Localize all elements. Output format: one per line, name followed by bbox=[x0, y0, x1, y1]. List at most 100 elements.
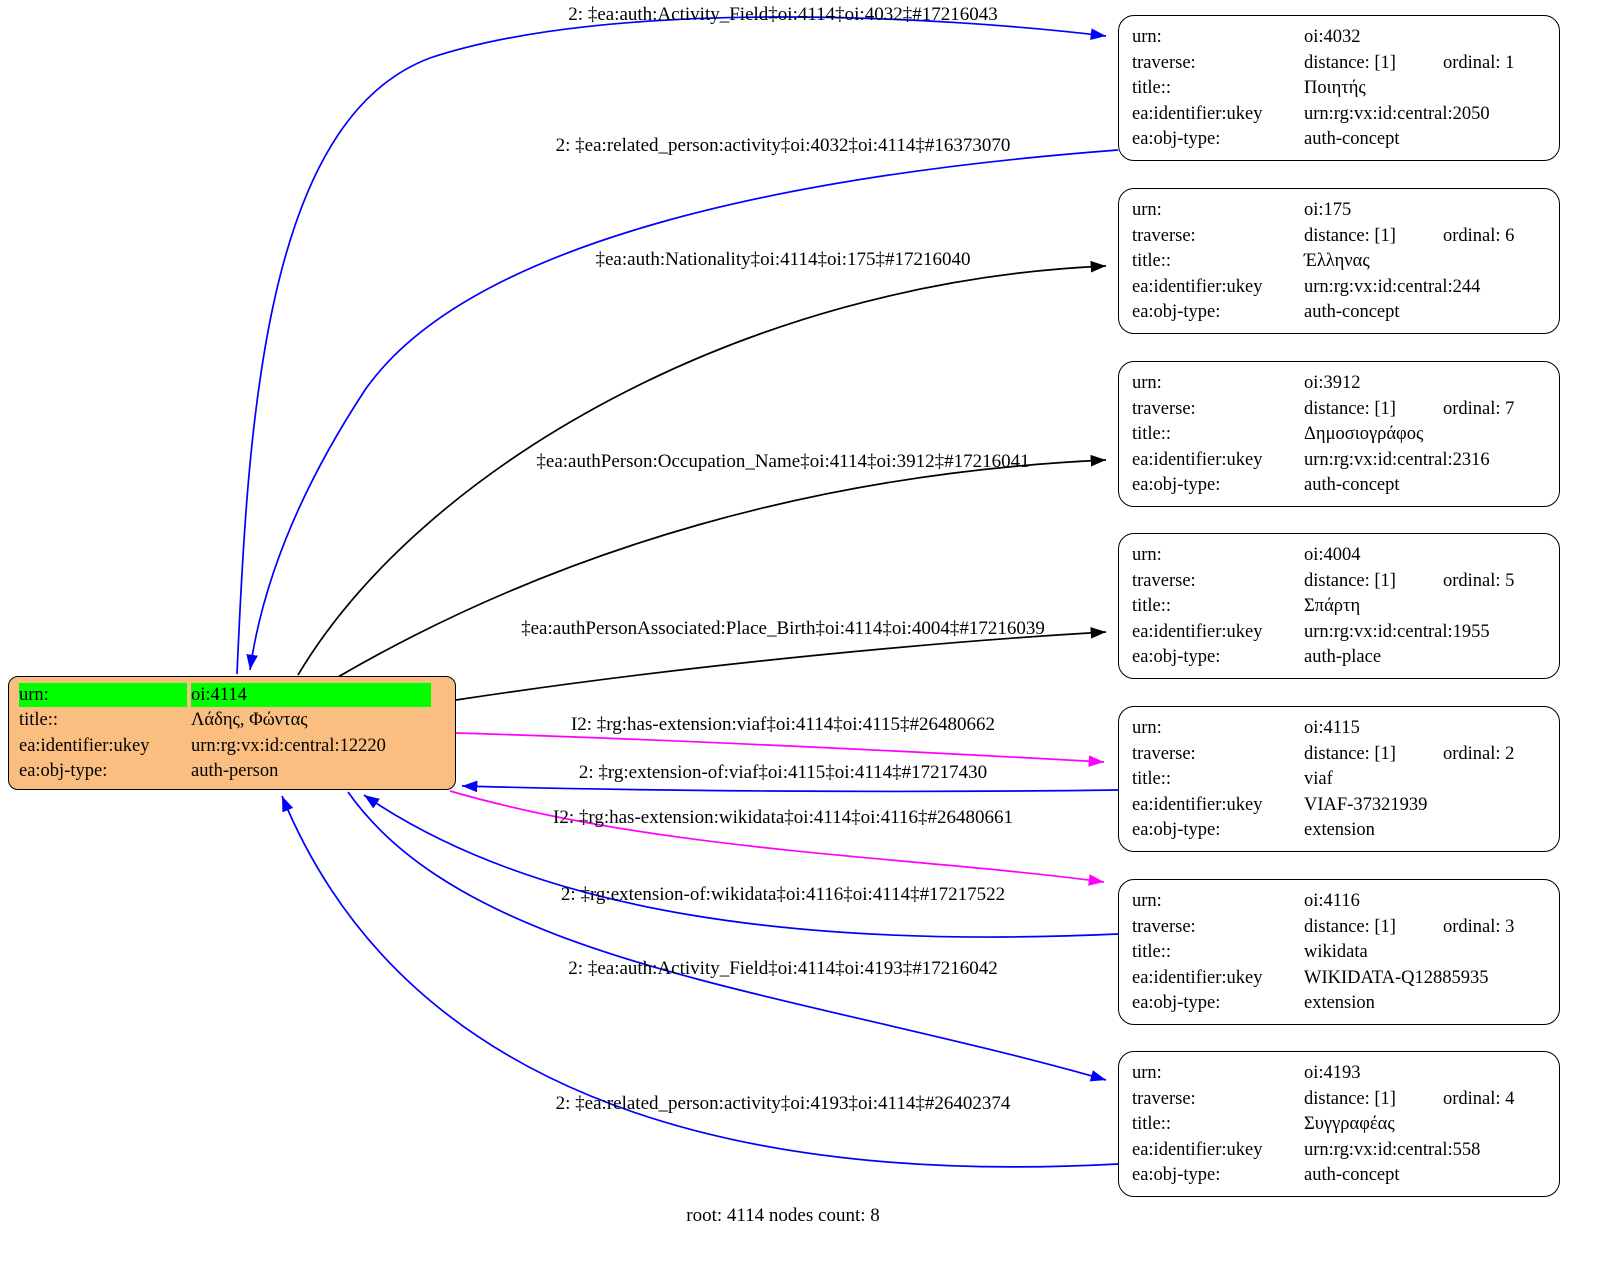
node-field-title: title:: wikidata bbox=[1132, 940, 1547, 964]
field-value-urn: oi:175 bbox=[1304, 200, 1352, 220]
traverse-distance: distance: [1] bbox=[1304, 398, 1396, 419]
field-label-objtype: ea:obj-type: bbox=[1132, 647, 1221, 667]
field-value-ukey: urn:rg:vx:id:central:1955 bbox=[1304, 621, 1490, 642]
edge-label: 2: ‡ea:related_person:activity‡oi:4193‡o… bbox=[555, 1093, 1011, 1114]
field-value-urn: oi:4032 bbox=[1304, 27, 1361, 47]
field-value-objtype: auth-person bbox=[191, 761, 279, 782]
node-field-objtype: ea:obj-type: extension bbox=[1132, 818, 1547, 842]
traverse-ordinal: ordinal: 2 bbox=[1443, 743, 1515, 764]
node-oi-175: urn: oi:175 traverse: distance: [1]ordin… bbox=[1118, 188, 1560, 334]
edge-has-extension-wikidata-4114-4116 bbox=[449, 790, 1105, 886]
node-field-objtype: ea:obj-type: auth-concept bbox=[1132, 300, 1547, 324]
traverse-ordinal: ordinal: 3 bbox=[1443, 916, 1515, 937]
node-field-urn: urn: oi:4116 bbox=[1132, 889, 1547, 913]
field-label-ukey: ea:identifier:ukey bbox=[19, 735, 150, 756]
field-label-objtype: ea:obj-type: bbox=[1132, 993, 1221, 1013]
field-label-objtype: ea:obj-type: bbox=[1132, 302, 1221, 322]
traverse-distance: distance: [1] bbox=[1304, 52, 1396, 73]
node-field-traverse: traverse: distance: [1]ordinal: 7 bbox=[1132, 397, 1547, 421]
field-label-urn: urn: bbox=[19, 682, 187, 707]
field-label-title: title:: bbox=[1132, 424, 1172, 444]
field-value-ukey: urn:rg:vx:id:central:558 bbox=[1304, 1139, 1481, 1160]
edge-related-person-4193-4114 bbox=[281, 795, 1119, 1168]
field-value-objtype: auth-concept bbox=[1304, 129, 1400, 149]
field-value-objtype: extension bbox=[1304, 993, 1375, 1013]
field-value-ukey: WIKIDATA-Q12885935 bbox=[1304, 967, 1489, 988]
node-field-ukey: ea:identifier:ukey urn:rg:vx:id:central:… bbox=[1132, 1138, 1547, 1162]
edge-extension-of-wikidata-4116-4114 bbox=[363, 794, 1119, 938]
field-label-traverse: traverse: bbox=[1132, 570, 1196, 591]
field-value-objtype: auth-concept bbox=[1304, 475, 1400, 495]
traverse-ordinal: ordinal: 5 bbox=[1443, 570, 1515, 591]
node-field-traverse: traverse: distance: [1]ordinal: 5 bbox=[1132, 569, 1547, 593]
field-value-urn: oi:3912 bbox=[1304, 373, 1361, 393]
field-value-urn: oi:4115 bbox=[1304, 718, 1360, 738]
field-value-traverse: distance: [1] ordinal: 1 bbox=[1304, 51, 1547, 75]
field-label-traverse: traverse: bbox=[1132, 225, 1196, 246]
field-value-objtype: extension bbox=[1304, 820, 1375, 840]
traverse-ordinal: ordinal: 4 bbox=[1443, 1088, 1515, 1109]
field-label-title: title:: bbox=[1132, 78, 1172, 98]
field-label-urn: urn: bbox=[1132, 891, 1162, 911]
field-value-title: Σπάρτη bbox=[1304, 596, 1361, 616]
field-label-objtype: ea:obj-type: bbox=[1132, 1165, 1221, 1185]
node-field-ukey: ea:identifier:ukey urn:rg:vx:id:central:… bbox=[19, 734, 445, 758]
field-label-title: title:: bbox=[1132, 769, 1172, 789]
node-field-urn: urn: oi:4032 bbox=[1132, 25, 1547, 49]
field-value-objtype: auth-concept bbox=[1304, 1165, 1400, 1185]
traverse-ordinal: ordinal: 1 bbox=[1443, 52, 1515, 73]
node-field-title: title:: Δημοσιογράφος bbox=[1132, 422, 1547, 446]
node-field-title: title:: Έλληνας bbox=[1132, 249, 1547, 273]
node-field-objtype: ea:obj-type: auth-concept bbox=[1132, 473, 1547, 497]
field-label-objtype: ea:obj-type: bbox=[1132, 820, 1221, 840]
node-field-objtype: ea:obj-type: auth-concept bbox=[1132, 127, 1547, 151]
node-field-objtype: ea:obj-type: auth-concept bbox=[1132, 1163, 1547, 1187]
node-field-urn: urn: oi:4004 bbox=[1132, 543, 1547, 567]
node-field-traverse: traverse: distance: [1]ordinal: 2 bbox=[1132, 742, 1547, 766]
edge-label: I2: ‡rg:has-extension:wikidata‡oi:4114‡o… bbox=[553, 807, 1013, 828]
field-value-traverse: distance: [1]ordinal: 6 bbox=[1304, 224, 1547, 248]
node-field-traverse: traverse: distance: [1]ordinal: 1 bbox=[1132, 51, 1547, 75]
field-value-title: viaf bbox=[1304, 769, 1333, 789]
traverse-distance: distance: [1] bbox=[1304, 743, 1396, 764]
field-label-title: title:: bbox=[19, 710, 59, 731]
node-field-objtype: ea:obj-type: auth-person bbox=[19, 759, 445, 783]
node-field-traverse: traverse: distance: [1] ordinal: 4 bbox=[1132, 1087, 1547, 1111]
field-label-title: title:: bbox=[1132, 1114, 1172, 1134]
edge-label: 2: ‡ea:auth:Activity_Field‡oi:4114‡oi:40… bbox=[568, 4, 998, 25]
node-oi-4116: urn: oi:4116 traverse: distance: [1]ordi… bbox=[1118, 879, 1560, 1025]
field-label-objtype: ea:obj-type: bbox=[1132, 475, 1221, 495]
field-label-urn: urn: bbox=[1132, 373, 1162, 393]
node-oi-3912: urn: oi:3912 traverse: distance: [1]ordi… bbox=[1118, 361, 1560, 507]
graph-caption: root: 4114 nodes count: 8 bbox=[686, 1205, 880, 1226]
node-oi-4032: urn: oi:4032 traverse: distance: [1]ordi… bbox=[1118, 15, 1560, 161]
traverse-distance: distance: [1] bbox=[1304, 1088, 1396, 1109]
node-field-urn: urn: oi:4193 bbox=[1132, 1061, 1547, 1085]
field-value-title: Λάδης, Φώντας bbox=[191, 710, 308, 731]
field-value-objtype: auth-place bbox=[1304, 647, 1382, 667]
edge-label: ‡ea:authPersonAssociated:Place_Birth‡oi:… bbox=[521, 618, 1045, 639]
field-value-traverse: distance: [1]ordinal: 3 bbox=[1304, 915, 1547, 939]
node-field-title: title:: Συγγραφέας bbox=[1132, 1112, 1547, 1136]
field-label-title: title:: bbox=[1132, 942, 1172, 962]
node-oi-4193: urn: oi:4193 traverse: distance: [1] ordi… bbox=[1118, 1051, 1560, 1197]
node-field-urn: urn: oi:4114 bbox=[19, 682, 445, 707]
edge-label: ‡ea:authPerson:Occupation_Name‡oi:4114‡o… bbox=[536, 451, 1030, 472]
field-value-ukey: urn:rg:vx:id:central:244 bbox=[1304, 276, 1481, 297]
field-value-urn: oi:4004 bbox=[1304, 545, 1361, 565]
field-value-urn: oi:4116 bbox=[1304, 891, 1360, 911]
field-label-objtype: ea:obj-type: bbox=[1132, 129, 1221, 149]
node-field-objtype: ea:obj-type: auth-place bbox=[1132, 645, 1547, 669]
node-oi-4004: urn: oi:4004 traverse: distance: [1]ordi… bbox=[1118, 533, 1560, 679]
node-field-ukey: ea:identifier:ukey WIKIDATA-Q12885935 bbox=[1132, 966, 1547, 990]
edge-label: 2: ‡ea:related_person:activity‡oi:4032‡o… bbox=[555, 135, 1011, 156]
edge-extension-of-viaf-4115-4114 bbox=[461, 780, 1119, 793]
node-field-title: title:: viaf bbox=[1132, 767, 1547, 791]
field-label-ukey: ea:identifier:ukey bbox=[1132, 449, 1263, 470]
field-label-urn: urn: bbox=[1132, 200, 1162, 220]
field-label-ukey: ea:identifier:ukey bbox=[1132, 276, 1263, 297]
field-label-traverse: traverse: bbox=[1132, 1088, 1196, 1109]
field-value-traverse: distance: [1] ordinal: 2 bbox=[1304, 742, 1547, 766]
field-label-urn: urn: bbox=[1132, 27, 1162, 47]
